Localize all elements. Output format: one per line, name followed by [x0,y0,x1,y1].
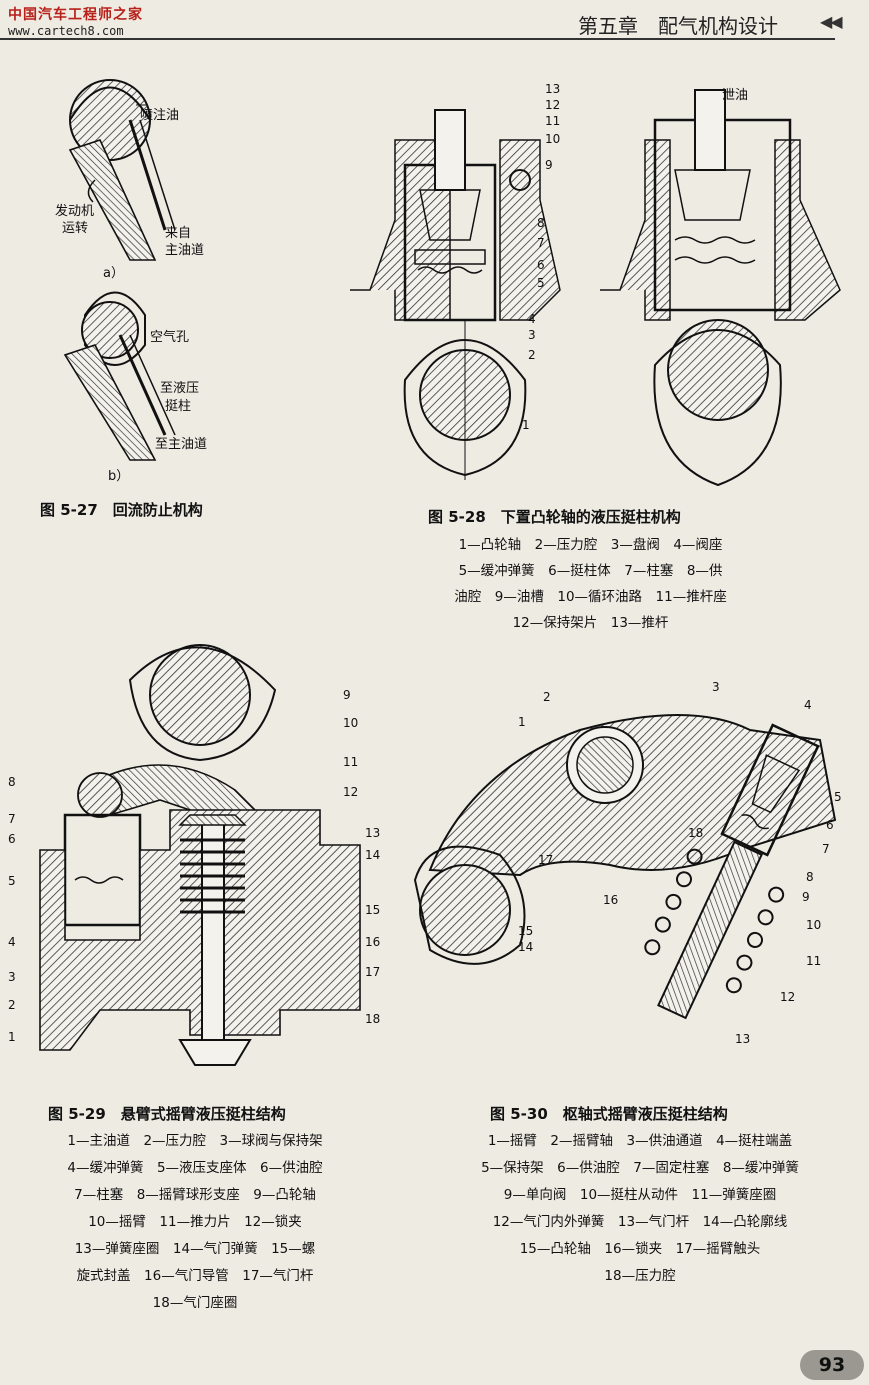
fig28-num-1: 1 [522,418,530,432]
fig28-left-drawing [350,109,561,480]
fig29-num-11: 11 [343,755,359,769]
fig29-caption: 图 5-29 悬臂式摇臂液压挺柱结构 [48,1105,286,1123]
fig30-num-9: 9 [802,890,810,904]
fig30-num-18: 18 [688,826,704,840]
fig29-legend-line-4: 10—摇臂 11—推力片 12—锁夹 [88,1214,302,1230]
page-number: 93 [800,1350,864,1380]
fig29-num-12: 12 [343,785,359,799]
fig29-num-15: 15 [365,903,381,917]
label-spray-oil: 喷注油 [140,108,180,123]
fig30-legend-line-1: 1—摇臂 2—摇臂轴 3—供油通道 4—挺柱端盖 [487,1133,793,1149]
fig28-num-8: 8 [537,216,545,230]
fig28-num-11: 11 [545,114,561,128]
fig29-legend-line-5: 13—弹簧座圈 14—气门弹簧 15—螺 [74,1241,316,1257]
fig29-num-1: 1 [8,1030,16,1044]
fig29-legend-line-1: 1—主油道 2—压力腔 3—球阀与保持架 [67,1133,323,1149]
fig29-num-16: 16 [365,935,381,949]
fig30-num-5: 5 [834,790,842,804]
label-from-1: 来自 [165,226,192,241]
fig30-num-11: 11 [806,954,822,968]
fig28-legend-line-2: 5—缓冲弹簧 6—挺柱体 7—柱塞 8—供 [458,563,723,579]
fig29-num-10: 10 [343,716,359,730]
fig30-num-1: 1 [518,715,526,729]
fig29-num-14: 14 [365,848,381,862]
site-url: www.cartech8.com [8,24,124,38]
fig28-num-12: 12 [545,98,561,112]
label-to-lifter-1: 至液压 [160,381,200,396]
fig29-num-18: 18 [365,1012,381,1026]
back-arrows-icon: ◀◀ [820,12,843,31]
fig30-num-16: 16 [603,893,619,907]
fig27-sub-b: b） [108,469,130,484]
fig30-num-17: 17 [538,853,554,867]
fig30-num-15: 15 [518,924,534,938]
fig28-caption: 图 5-28 下置凸轮轴的液压挺柱机构 [428,508,681,526]
fig27b-drawing [63,291,176,461]
fig30-num-7: 7 [822,842,830,856]
label-air-hole: 空气孔 [150,330,190,345]
fig29-num-6: 6 [8,832,16,846]
fig29-num-5: 5 [8,874,16,888]
fig28-legend-line-1: 1—凸轮轴 2—压力腔 3—盘阀 4—阀座 [458,537,723,553]
label-to-main: 至主油道 [155,437,208,452]
fig28-num-6: 6 [537,258,545,272]
fig30-legend-line-4: 12—气门内外弹簧 13—气门杆 14—凸轮廓线 [492,1214,788,1230]
fig30-num-4: 4 [804,698,812,712]
fig30-num-3: 3 [712,680,720,694]
label-from-2: 主油道 [165,243,205,258]
fig28-num-10: 10 [545,132,561,146]
fig27a-drawing [68,79,176,261]
fig30-caption: 图 5-30 枢轴式摇臂液压挺柱结构 [490,1105,728,1123]
label-oil-drain: 泄油 [722,88,749,103]
fig28-legend-line-3: 油腔 9—油槽 10—循环油路 11—推杆座 [454,589,727,605]
fig29-num-13: 13 [365,826,381,840]
fig29-drawing [39,644,361,1066]
fig29-num-7: 7 [8,812,16,826]
fig30-legend-line-5: 15—凸轮轴 16—锁夹 17—摇臂触头 [519,1241,761,1257]
fig30-legend-line-6: 18—压力腔 [604,1268,676,1284]
fig30-num-13: 13 [735,1032,751,1046]
chapter-title: 第五章 配气机构设计 [578,14,778,38]
fig28-num-13: 13 [545,82,561,96]
fig29-num-3: 3 [8,970,16,984]
fig28-right-drawing [600,89,841,487]
fig29-legend-line-7: 18—气门座圈 [152,1295,238,1311]
fig27-caption: 图 5-27 回流防止机构 [40,501,203,519]
fig27-sub-a: a） [103,266,124,281]
fig29-num-8: 8 [8,775,16,789]
fig29-num-17: 17 [365,965,381,979]
fig30-num-2: 2 [543,690,551,704]
fig28-num-5: 5 [537,276,545,290]
header-rule [0,38,835,40]
fig28-num-3: 3 [528,328,536,342]
fig30-num-14: 14 [518,940,534,954]
fig30-num-8: 8 [806,870,814,884]
fig30-legend-line-2: 5—保持架 6—供油腔 7—固定柱塞 8—缓冲弹簧 [481,1160,799,1176]
fig29-legend-line-2: 4—缓冲弹簧 5—液压支座体 6—供油腔 [67,1160,323,1176]
fig30-num-10: 10 [806,918,822,932]
fig29-legend-line-6: 旋式封盖 16—气门导管 17—气门杆 [76,1268,314,1284]
fig28-num-4: 4 [528,312,536,326]
fig30-legend-line-3: 9—单向阀 10—挺柱从动件 11—弹簧座圈 [503,1187,777,1203]
fig28-num-7: 7 [537,236,545,250]
label-to-lifter-2: 挺柱 [165,399,192,414]
fig29-num-9: 9 [343,688,351,702]
fig30-num-12: 12 [780,990,796,1004]
fig29-num-4: 4 [8,935,16,949]
fig30-drawing [413,714,837,1020]
fig30-num-6: 6 [826,818,834,832]
label-engine-rot-2: 运转 [62,221,89,236]
label-engine-rot-1: 发动机 [55,204,95,219]
fig28-num-9: 9 [545,158,553,172]
site-logo: 中国汽车工程师之家 [8,7,143,23]
fig28-legend-line-4: 12—保持架片 13—推杆 [512,615,669,631]
fig29-legend-line-3: 7—柱塞 8—摇臂球形支座 9—凸轮轴 [74,1187,316,1203]
fig29-num-2: 2 [8,998,16,1012]
fig28-num-2: 2 [528,348,536,362]
